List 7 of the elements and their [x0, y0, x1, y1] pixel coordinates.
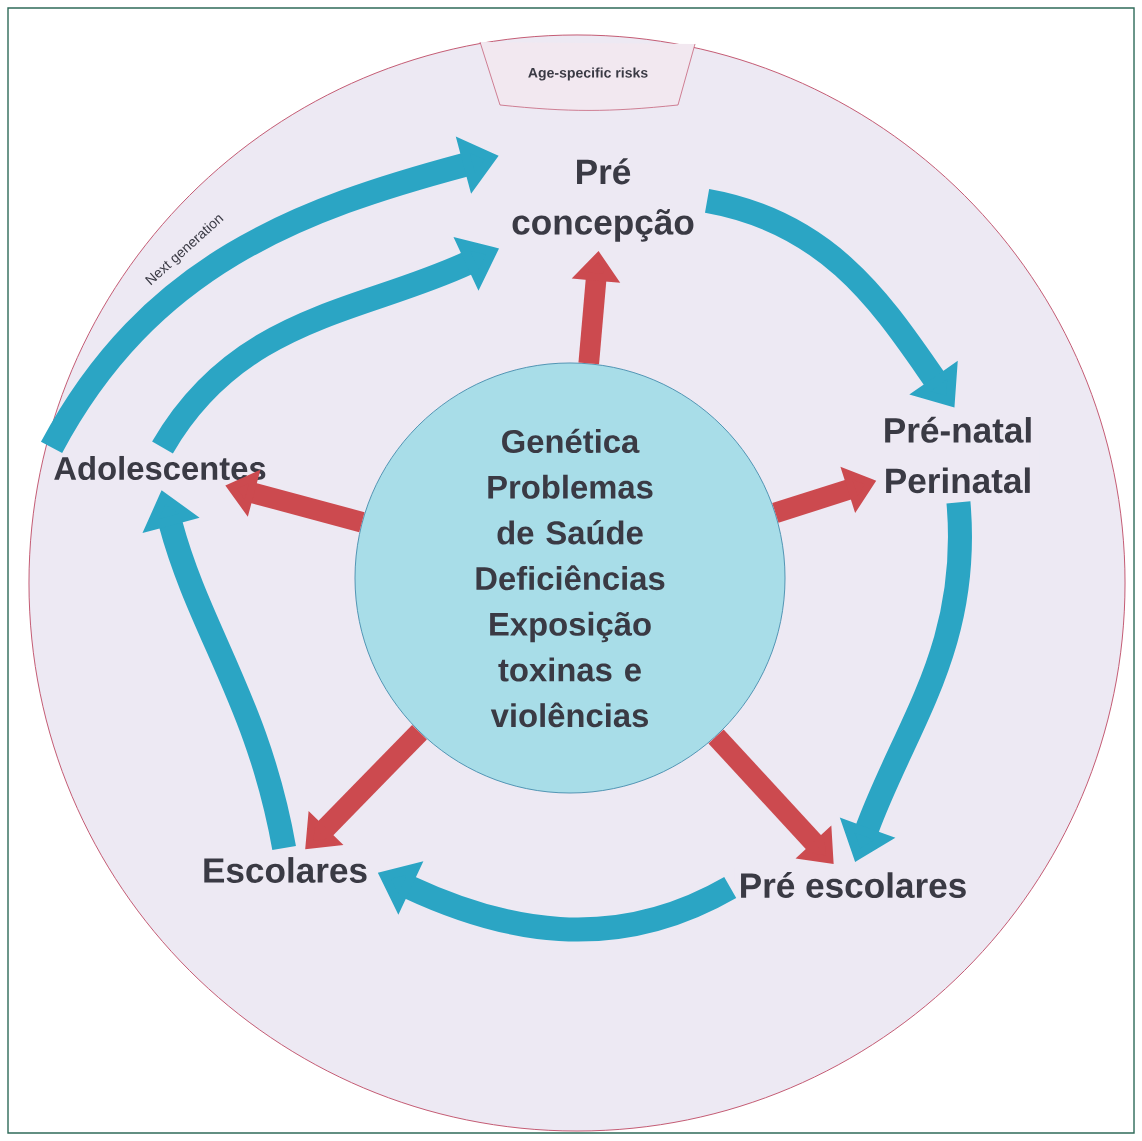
stage-label: Adolescentes — [49, 452, 271, 484]
stage-label: Pré escolares — [734, 868, 972, 902]
stage-label: Escolares — [198, 853, 372, 887]
stage-label: Pré concepção — [504, 154, 702, 246]
arrow — [708, 729, 834, 864]
tab-label: Age-specific risks — [479, 41, 696, 111]
stage-label: Pré-natal Perinatal — [876, 412, 1040, 498]
